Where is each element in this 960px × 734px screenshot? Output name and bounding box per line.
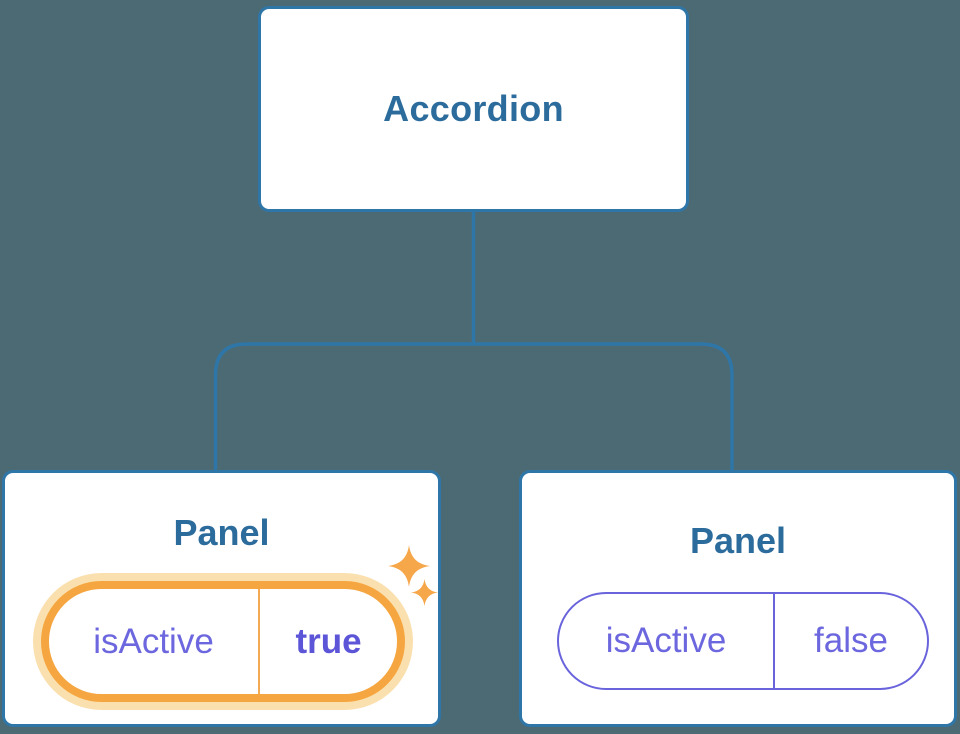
state-pill-active: isActive true (41, 581, 405, 702)
state-name-label: isActive (605, 621, 727, 660)
state-name-cell: isActive (559, 594, 773, 688)
state-value-label: false (814, 621, 888, 660)
state-value-cell: false (775, 594, 927, 688)
panel-node-label: Panel (689, 520, 787, 561)
state-name-cell: isActive (49, 589, 258, 694)
state-name-label: isActive (93, 621, 214, 661)
panel-node-label: Panel (173, 512, 270, 553)
pill-divider (773, 594, 775, 688)
panel-node-inactive: Panel isActive false (519, 470, 957, 727)
state-value-cell: true (260, 589, 397, 694)
pill-divider (258, 589, 260, 694)
panel-node-active: Panel isActive true (2, 470, 441, 727)
accordion-node-label: Accordion (383, 88, 564, 129)
accordion-node: Accordion (258, 6, 689, 212)
state-pill-inactive: isActive false (557, 592, 929, 690)
sparkle-icon-small (411, 579, 438, 606)
connector-branch (213, 342, 734, 471)
state-value-label: true (295, 621, 362, 661)
